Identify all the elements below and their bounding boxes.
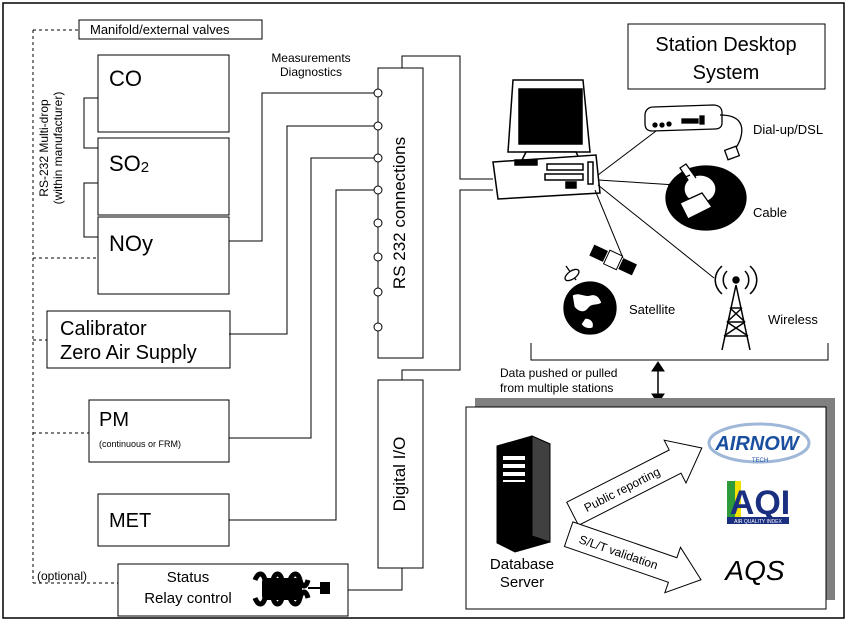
comm-bracket — [530, 343, 829, 361]
desktop-computer-icon — [492, 79, 601, 200]
status-label-1: Status — [167, 569, 210, 586]
so2-label: SO2 — [109, 151, 149, 176]
multidrop-label: RS-232 Multi-drop (within manufacturer) — [37, 92, 65, 205]
data-label-1: Data pushed or pulled — [500, 366, 617, 380]
airnow-logo: AIRNOW TECH — [707, 422, 811, 464]
status-relay-box — [117, 563, 349, 617]
data-flow-arrow — [651, 361, 665, 404]
multidrop-connectors — [83, 97, 98, 238]
cable-dish-icon — [665, 163, 747, 231]
measurements-label: Measurements — [271, 51, 350, 65]
cable-label: Cable — [753, 205, 787, 220]
noy-analyzer-box — [97, 216, 230, 295]
rs232-label: RS 232 connections — [390, 137, 409, 289]
db-label-2: Server — [500, 574, 544, 591]
manifold-box — [78, 19, 263, 40]
svg-text:TECH: TECH — [752, 458, 768, 464]
digital-io-panel — [377, 379, 424, 569]
data-label-2: from multiple stations — [500, 381, 613, 395]
svg-text:(within manufacturer): (within manufacturer) — [51, 92, 65, 205]
co-label: CO — [109, 66, 142, 91]
rs232-panel — [377, 67, 424, 359]
svg-text:AQI: AQI — [730, 484, 790, 522]
satellite-label: Satellite — [629, 302, 675, 317]
so2-analyzer-box — [97, 137, 230, 216]
computer-wires — [401, 55, 493, 380]
met-label: MET — [109, 510, 151, 532]
co-analyzer-box — [97, 54, 230, 133]
measurement-wires — [229, 92, 403, 591]
optional-label: (optional) — [37, 569, 87, 583]
manifold-label: Manifold/external valves — [90, 22, 230, 37]
svg-text:AIRNOW: AIRNOW — [714, 433, 800, 455]
calibrator-label-1: Calibrator — [60, 318, 147, 340]
db-label-1: Database — [490, 556, 554, 573]
station-label-1: Station Desktop — [655, 34, 796, 56]
diagnostics-label: Diagnostics — [280, 65, 342, 79]
database-server-icon — [496, 435, 551, 553]
rs232-ports — [373, 88, 383, 332]
status-label-2: Relay control — [144, 590, 232, 607]
digital-io-label: Digital I/O — [390, 437, 409, 512]
dialup-label: Dial-up/DSL — [753, 122, 823, 137]
manifold-dashed-lines — [32, 29, 118, 584]
calibrator-box — [46, 310, 231, 369]
pm-box — [88, 399, 230, 463]
svg-text:AIR QUALITY INDEX: AIR QUALITY INDEX — [734, 519, 782, 525]
met-box — [97, 493, 230, 547]
noy-label: NOy — [109, 231, 153, 256]
pm-label: PM — [99, 409, 129, 431]
modem-icon — [644, 104, 743, 161]
station-label-2: System — [693, 62, 760, 84]
relay-icon — [252, 571, 330, 607]
satellite-icon — [589, 244, 637, 276]
calibrator-label-2: Zero Air Supply — [60, 342, 197, 364]
station-box — [627, 23, 826, 90]
aqi-logo: AQI AIR QUALITY INDEX — [727, 481, 790, 525]
comm-links — [594, 127, 715, 279]
aqs-label: AQS — [723, 555, 784, 586]
pm-sub-label: (continuous or FRM) — [99, 439, 181, 449]
svg-text:RS-232 Multi-drop: RS-232 Multi-drop — [37, 99, 51, 197]
globe-icon — [563, 265, 617, 335]
wireless-tower-icon — [714, 265, 758, 351]
wireless-label: Wireless — [768, 312, 818, 327]
